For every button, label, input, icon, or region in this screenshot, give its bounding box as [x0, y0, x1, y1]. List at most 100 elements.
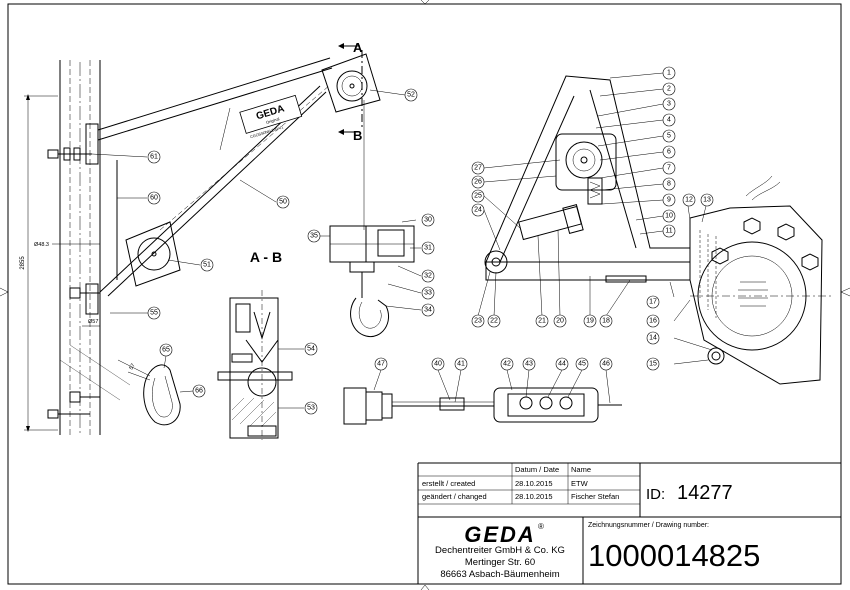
callout-61: 61	[147, 150, 161, 164]
svg-text:6: 6	[667, 149, 671, 156]
svg-text:51: 51	[203, 262, 211, 269]
svg-text:47: 47	[377, 361, 385, 368]
callout-13: 13	[700, 193, 714, 207]
svg-text:54: 54	[307, 346, 315, 353]
section-view-label: A - B	[250, 249, 282, 265]
pendant-control-view: 47 40 41 42 43 44 45 46	[343, 357, 622, 425]
callout-3: 3	[662, 97, 676, 111]
callout-4: 4	[662, 113, 676, 127]
title-block-col-date: Datum / Date	[515, 465, 559, 474]
callout-52: 52	[404, 88, 418, 102]
svg-text:60: 60	[150, 195, 158, 202]
callout-25: 25	[471, 189, 485, 203]
drawing-frame	[7, 3, 842, 585]
svg-text:22: 22	[490, 318, 498, 325]
svg-text:13: 13	[703, 197, 711, 204]
svg-text:2: 2	[667, 86, 671, 93]
svg-text:23: 23	[474, 318, 482, 325]
section-marker-a: A	[353, 40, 363, 55]
callout-21: 21	[535, 314, 549, 328]
svg-text:65: 65	[162, 347, 170, 354]
callout-66: 66	[192, 384, 206, 398]
created-label: erstellt / created	[422, 479, 475, 488]
callout-16: 16	[646, 314, 660, 328]
svg-text:21: 21	[538, 318, 546, 325]
svg-text:3: 3	[667, 101, 671, 108]
svg-text:4: 4	[667, 117, 671, 124]
svg-text:40: 40	[434, 361, 442, 368]
callout-26: 26	[471, 175, 485, 189]
svg-text:8: 8	[667, 181, 671, 188]
callout-7: 7	[662, 161, 676, 175]
created-name: ETW	[571, 479, 589, 488]
callout-9: 9	[662, 193, 676, 207]
changed-name: Fischer Stefan	[571, 492, 619, 501]
callout-14: 14	[646, 331, 660, 345]
title-block-col-name: Name	[571, 465, 591, 474]
callout-12: 12	[682, 193, 696, 207]
svg-text:10: 10	[665, 213, 673, 220]
svg-text:46: 46	[602, 361, 610, 368]
changed-date: 28.10.2015	[515, 492, 553, 501]
svg-text:12: 12	[685, 197, 693, 204]
callout-42: 42	[500, 357, 514, 371]
callout-22: 22	[487, 314, 501, 328]
svg-text:19: 19	[586, 318, 594, 325]
callout-46: 46	[599, 357, 613, 371]
callout-50: 50	[276, 195, 290, 209]
section-marker-b: B	[353, 128, 362, 143]
callout-35: 35	[307, 229, 321, 243]
svg-text:9: 9	[667, 197, 671, 204]
snap-hook-detail: 57 65 66	[117, 343, 206, 426]
callout-2: 2	[662, 82, 676, 96]
svg-text:30: 30	[424, 217, 432, 224]
callout-41: 41	[454, 357, 468, 371]
callout-32: 32	[421, 269, 435, 283]
svg-text:18: 18	[602, 318, 610, 325]
drawing-number: 1000014825	[588, 538, 760, 573]
company-street: Mertinger Str. 60	[465, 557, 535, 568]
mast-and-jib-view: A B GEDA Original CGOSS0NH 200 V1 2855 Ø…	[20, 40, 418, 435]
callout-43: 43	[522, 357, 536, 371]
callout-24: 24	[471, 203, 485, 217]
callout-51: 51	[200, 258, 214, 272]
callout-33: 33	[421, 286, 435, 300]
svg-text:42: 42	[503, 361, 511, 368]
callout-11: 11	[662, 224, 676, 238]
arm-plate-sub: Original	[265, 116, 280, 125]
svg-text:31: 31	[424, 245, 432, 252]
svg-text:55: 55	[150, 310, 158, 317]
callout-18: 18	[599, 314, 613, 328]
callout-45: 45	[575, 357, 589, 371]
svg-text:5: 5	[667, 133, 671, 140]
svg-text:52: 52	[407, 92, 415, 99]
callout-60: 60	[147, 191, 161, 205]
dimension-gap: 57	[129, 363, 137, 371]
svg-text:33: 33	[424, 290, 432, 297]
svg-text:17: 17	[649, 299, 657, 306]
dimension-diameter-1: Ø48.3	[34, 242, 49, 248]
dimension-diameter-2: Ø57	[88, 319, 98, 325]
callout-54: 54	[304, 342, 318, 356]
callout-10: 10	[662, 209, 676, 223]
svg-text:15: 15	[649, 361, 657, 368]
company-name: Dechentreiter GmbH & Co. KG	[435, 545, 565, 556]
callout-1: 1	[662, 66, 676, 80]
callout-8: 8	[662, 177, 676, 191]
svg-text:7: 7	[667, 165, 671, 172]
svg-text:35: 35	[310, 233, 318, 240]
created-date: 28.10.2015	[515, 479, 553, 488]
svg-text:45: 45	[578, 361, 586, 368]
svg-text:16: 16	[649, 318, 657, 325]
svg-text:43: 43	[525, 361, 533, 368]
svg-text:25: 25	[474, 193, 482, 200]
callout-53: 53	[304, 401, 318, 415]
callout-30: 30	[421, 213, 435, 227]
title-block: Datum / Date Name erstellt / created 28.…	[417, 462, 841, 584]
svg-text:50: 50	[279, 199, 287, 206]
callout-17: 17	[646, 295, 660, 309]
svg-text:66: 66	[195, 388, 203, 395]
id-label: ID:	[646, 486, 665, 503]
